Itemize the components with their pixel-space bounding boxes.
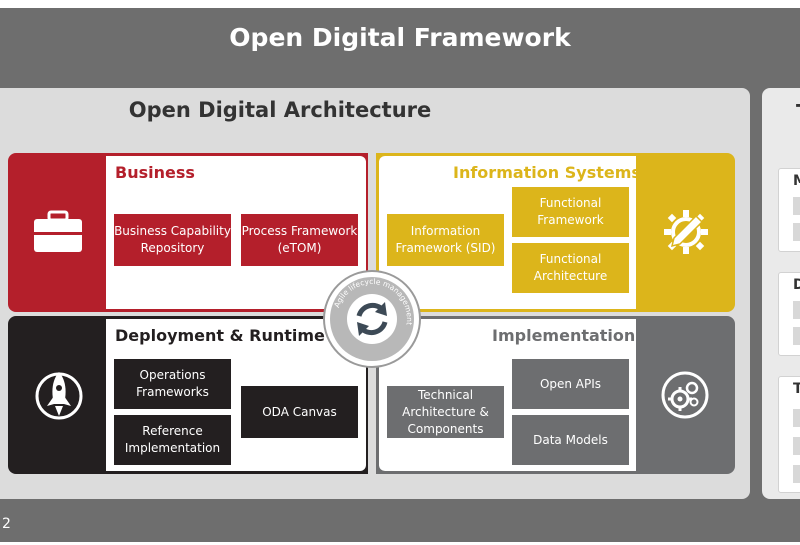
information-framework-box: Information Framework (SID): [387, 214, 504, 266]
page-number: 2: [2, 516, 11, 532]
process-framework-box: Process Framework (eTOM): [241, 214, 358, 266]
oda-canvas-box: ODA Canvas: [241, 386, 358, 438]
right-card-bar: [793, 437, 800, 455]
briefcase-icon: [34, 210, 82, 252]
right-card-2: D: [778, 272, 800, 356]
right-card-bar: [793, 327, 800, 345]
gear-pencil-icon: [664, 210, 708, 254]
architecture-title: Open Digital Architecture: [128, 98, 432, 122]
right-card-3-letter: T: [793, 381, 800, 397]
implementation-title: Implementation: [492, 326, 636, 345]
right-card-bar: [793, 223, 800, 241]
refresh-cycle-icon: [356, 302, 388, 336]
reference-implementation-box: Reference Implementation: [114, 415, 231, 465]
lifecycle-hub-center: [347, 294, 397, 344]
deployment-title: Deployment & Runtime: [115, 326, 325, 345]
business-title: Business: [115, 163, 195, 182]
right-panel-title: T: [796, 100, 800, 124]
gears-icon: [661, 371, 709, 419]
operations-frameworks-box: Operations Frameworks: [114, 359, 231, 409]
data-models-box: Data Models: [512, 415, 629, 465]
right-panel: T M D T: [762, 88, 800, 499]
right-card-1: M: [778, 168, 800, 252]
right-card-1-letter: M: [793, 173, 800, 189]
right-card-bar: [793, 409, 800, 427]
right-card-bar: [793, 197, 800, 215]
right-card-3: T: [778, 376, 800, 493]
right-card-bar: [793, 301, 800, 319]
functional-framework-box: Functional Framework: [512, 187, 629, 237]
business-capability-repository-box: Business Capability Repository: [114, 214, 231, 266]
information-systems-title: Information Systems: [453, 163, 641, 182]
right-card-bar: [793, 465, 800, 483]
page-title: Open Digital Framework: [229, 22, 571, 52]
technical-architecture-box: Technical Architecture & Components: [387, 386, 504, 438]
functional-architecture-box: Functional Architecture: [512, 243, 629, 293]
rocket-icon: [35, 372, 83, 420]
right-card-2-letter: D: [793, 277, 800, 293]
open-apis-box: Open APIs: [512, 359, 629, 409]
